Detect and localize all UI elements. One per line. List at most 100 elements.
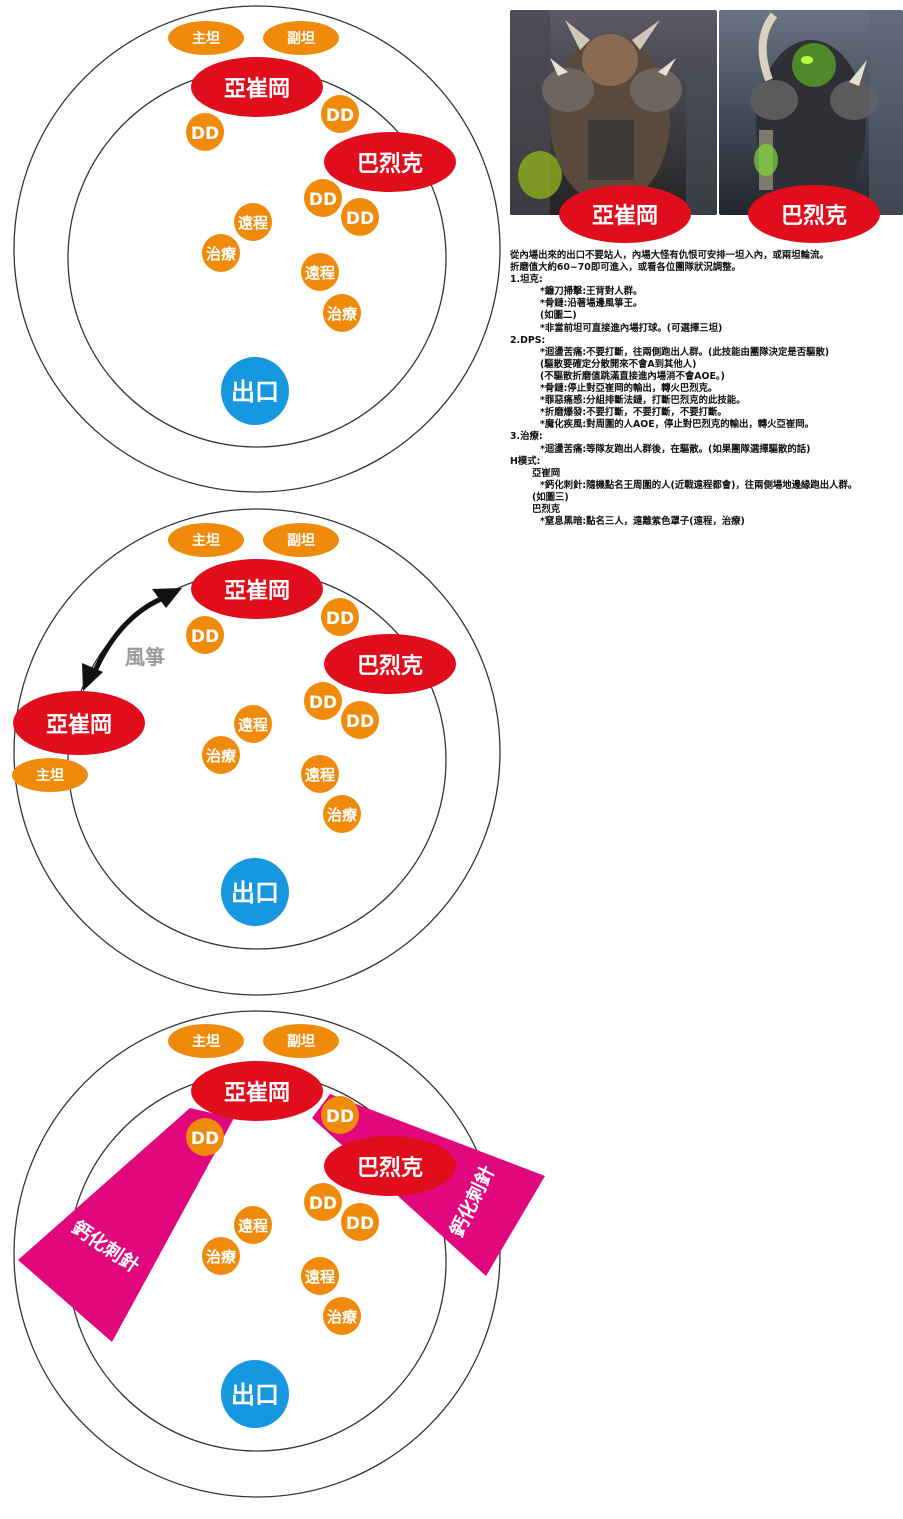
dd-marker [321,95,359,133]
healer-label: 治療 [206,245,237,263]
outer-ring [13,508,501,996]
dd-label: DD [191,1129,219,1149]
ranged-marker [234,203,272,241]
dd-label: DD [346,712,374,732]
diagram-2: 主坦 副坦 亞崔岡 巴烈克 風箏 亞崔岡 主坦 DD DD DD DD 遠程 治… [0,502,510,1002]
boss-a-label: 亞崔岡 [224,77,290,102]
portrait-labels: 亞崔岡 巴烈克 [559,185,880,243]
healer-marker [323,294,361,332]
dd-label: DD [309,1194,337,1214]
portrait-label-b: 巴烈克 [781,203,847,229]
note-line: *窒息黑暗:點名三人，遠離紫色罩子(遠程，治療) [540,516,745,528]
arena-svg: 主坦 副坦 亞崔岡 巴烈克 風箏 亞崔岡 主坦 DD DD DD DD 遠程 治… [12,508,501,996]
boss-a-kited-label: 亞崔岡 [46,713,112,738]
ranged-label: 遠程 [238,214,268,232]
boss-a-artwork [510,10,717,215]
dd-marker [341,701,379,739]
note-line: *迴盪苦痛:等隊友跑出人群後，在驅散。(如果團隊選擇驅散的話) [540,443,811,455]
ranged-label: 遠程 [305,1268,335,1286]
boss-b-marker [324,634,456,694]
note-line: (驅散要確定分散開來不會A到其他人) [540,358,697,370]
note-line: 從內場出來的出口不要站人，內場大怪有仇恨可安排一坦入內，或兩坦輪流。 [510,250,829,261]
note-line: 亞崔岡 [532,467,561,479]
kite-arrow [89,593,169,679]
ranged-label: 遠程 [238,716,268,734]
note-line: 折磨值大約60~70即可進入，或看各位團隊狀況調整。 [510,262,741,274]
dd-label: DD [191,627,219,647]
note-line: *鈣化刺針:隨機點名王周圍的人(近戰遠程都會)，往兩側場地邊緣跑出人群。 [540,479,858,491]
note-line: (如圖三) [532,491,569,503]
boss-a-marker [191,559,323,619]
off-tank-label: 副坦 [287,1034,315,1050]
portrait-label-a-badge [559,185,691,243]
ranged-marker [301,755,339,793]
dd-label: DD [191,124,219,144]
boss-portrait-a [510,10,717,215]
arrow-head-icon [82,663,103,691]
note-line: *骨鏈:停止對亞崔岡的輸出，轉火巴烈克。 [540,383,718,395]
portrait-label-b-badge [748,185,880,243]
diagram-1: 主坦 副坦 亞崔岡 巴烈克 DD DD DD DD 遠程 治療 遠程 治療 出口 [0,0,510,500]
healer-label: 治療 [327,806,358,824]
dd-label: DD [326,1107,354,1127]
boss-a-label: 亞崔岡 [224,579,290,604]
main-tank-label: 主坦 [192,1033,220,1050]
exit-marker [221,357,289,425]
off-tank-marker [263,21,339,55]
exit-label: 出口 [231,1381,279,1409]
note-heading: 1.坦克: [510,274,543,286]
outer-ring [13,1010,501,1498]
boss-b-label: 巴烈克 [357,151,423,177]
exit-marker [221,1360,289,1428]
boss-portrait-b [719,10,903,215]
outer-ring [13,5,501,493]
main-tank-kiting-marker [12,758,88,792]
boss-a-kited-marker [13,691,145,755]
healer-marker [202,234,240,272]
healer-label: 治療 [206,1248,237,1266]
note-line: (如圖二) [540,310,577,322]
note-line: *骨鏈:沿著場邊風箏王。 [540,298,643,310]
dd-label: DD [309,693,337,713]
boss-b-marker [324,132,456,192]
main-tank-label: 主坦 [192,532,220,549]
healer-marker [323,795,361,833]
note-line: *折磨爆發:不要打斷，不要打斷，不要打斷。 [540,407,727,419]
ranged-label: 遠程 [238,1217,268,1235]
boss-a-marker [191,57,323,117]
off-tank-label: 副坦 [287,31,315,47]
main-tank-marker [168,21,244,55]
main-tank-marker [168,523,244,557]
dd-marker [186,1118,224,1156]
dd-marker [304,682,342,720]
arrow-head-icon [152,588,182,608]
dd-marker [321,598,359,636]
ranged-label: 遠程 [305,766,335,784]
main-tank-label: 主坦 [192,30,220,47]
ranged-marker [301,1257,339,1295]
dd-label: DD [346,1214,374,1234]
exit-label: 出口 [231,879,279,907]
note-line: (不驅散折磨值跳滿直接進內場消不會AOE。) [540,370,725,382]
boss-a-marker [191,1061,323,1121]
off-tank-label: 副坦 [287,533,315,549]
boss-b-marker [324,1136,456,1196]
note-line: 巴烈克 [532,503,561,515]
healer-marker [202,736,240,774]
healer-marker [323,1297,361,1335]
note-line: *鐮刀掃擊:王背對人群。 [540,286,643,298]
boss-b-artwork [719,10,903,215]
portrait-label-a: 亞崔岡 [592,204,658,229]
dd-label: DD [326,106,354,126]
note-heading: 3.治療: [510,431,543,443]
ranged-marker [301,253,339,291]
note-heading: 2.DPS: [510,334,546,346]
dd-marker [304,1183,342,1221]
dd-marker [304,179,342,217]
dd-label: DD [326,609,354,629]
healer-label: 治療 [327,1308,358,1326]
arena-svg: 主坦 副坦 亞崔岡 巴烈克 DD DD DD DD 遠程 治療 遠程 治療 出口 [13,5,501,493]
ranged-label: 遠程 [305,264,335,282]
dd-marker [186,616,224,654]
arena-svg: 鈣化刺針 鈣化刺針 主坦 副坦 亞崔岡 DD DD 巴烈克 DD DD 遠程 治… [13,1010,545,1498]
